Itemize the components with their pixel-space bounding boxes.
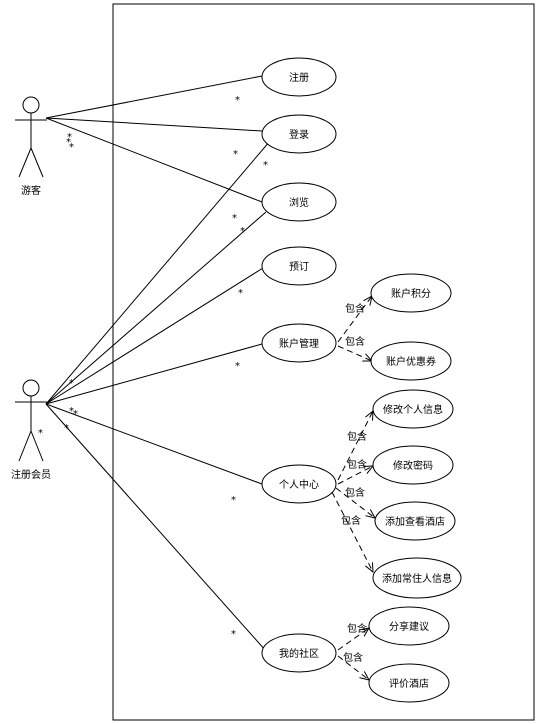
usecase-points-label: 账户积分	[391, 287, 431, 300]
usecase-share-label: 分享建议	[389, 620, 429, 633]
actor-guest-icon[interactable]	[15, 96, 47, 178]
usecase-account-label: 账户管理	[279, 337, 319, 350]
include-account-points	[337, 296, 372, 343]
multiplicity: *	[235, 95, 240, 106]
usecase-coupon[interactable]: 账户优惠券	[370, 341, 452, 381]
usecase-edit-info[interactable]: 修改个人信息	[372, 389, 454, 429]
multiplicity: *	[231, 495, 236, 506]
multiplicity: *	[38, 428, 43, 439]
usecase-personal-label: 个人中心	[279, 478, 319, 491]
include-personal-edit	[337, 411, 373, 481]
usecase-add-hotel-label: 添加查看酒店	[385, 515, 445, 528]
usecase-community-label: 我的社区	[279, 647, 319, 660]
include-community-share	[337, 628, 369, 651]
usecase-community[interactable]: 我的社区	[261, 633, 337, 673]
usecase-points[interactable]: 账户积分	[370, 273, 452, 313]
include-label: 包含	[347, 622, 367, 635]
multiplicity: *	[69, 378, 74, 389]
usecase-share[interactable]: 分享建议	[368, 606, 450, 646]
include-label: 包含	[341, 514, 361, 527]
usecase-book-label: 预订	[289, 261, 309, 273]
multiplicity: *	[69, 406, 74, 417]
multiplicity: *	[238, 288, 243, 299]
usecase-browse-label: 浏览	[289, 196, 309, 209]
multiplicity: *	[69, 142, 74, 153]
multiplicity: *	[73, 409, 78, 420]
multiplicity: *	[235, 361, 240, 372]
assoc-member-book	[45, 267, 264, 405]
usecase-review[interactable]: 评价酒店	[368, 663, 450, 703]
assoc-member-community	[45, 403, 267, 652]
multiplicity: *	[67, 132, 72, 143]
assoc-guest-register	[45, 75, 263, 119]
actor-member-label: 注册会员	[11, 468, 51, 481]
multiplicity: *	[64, 423, 69, 434]
multiplicity: *	[233, 149, 238, 160]
multiplicity: *	[66, 137, 71, 148]
include-account-coupon	[337, 345, 372, 361]
usecase-login[interactable]: 登录	[261, 114, 337, 154]
system-boundary	[112, 3, 535, 721]
include-label: 包含	[345, 486, 365, 499]
usecase-account[interactable]: 账户管理	[261, 323, 337, 363]
usecase-add-guest[interactable]: 添加常住人信息	[372, 557, 462, 599]
actor-member-icon[interactable]	[15, 379, 47, 462]
include-label: 包含	[343, 651, 363, 664]
assoc-member-account	[45, 343, 263, 405]
include-personal-pwd	[337, 466, 373, 485]
include-label: 包含	[347, 458, 367, 471]
include-label: 包含	[345, 335, 365, 348]
usecase-personal[interactable]: 个人中心	[261, 464, 337, 504]
assoc-member-login	[45, 140, 271, 405]
usecase-register[interactable]: 注册	[261, 57, 337, 97]
multiplicity: *	[232, 213, 237, 224]
include-personal-hotel	[335, 487, 375, 518]
usecase-change-pwd[interactable]: 修改密码	[372, 445, 454, 485]
include-community-review	[337, 655, 369, 680]
actor-guest-label: 游客	[21, 184, 41, 197]
multiplicity: *	[231, 629, 236, 640]
assoc-guest-browse	[45, 117, 263, 203]
include-personal-guest	[331, 491, 373, 572]
include-label: 包含	[347, 430, 367, 443]
multiplicity: *	[263, 160, 268, 171]
usecase-coupon-label: 账户优惠券	[386, 355, 436, 368]
usecase-book[interactable]: 预订	[261, 246, 337, 286]
usecase-review-label: 评价酒店	[389, 677, 429, 690]
usecase-edit-info-label: 修改个人信息	[383, 403, 443, 416]
multiplicity: *	[240, 226, 245, 237]
assoc-member-personal	[45, 403, 263, 485]
usecase-login-label: 登录	[289, 128, 309, 141]
usecase-register-label: 注册	[289, 71, 309, 84]
usecase-add-hotel[interactable]: 添加查看酒店	[374, 501, 456, 541]
assoc-guest-login	[45, 117, 263, 132]
usecase-browse[interactable]: 浏览	[261, 182, 337, 222]
usecase-change-pwd-label: 修改密码	[393, 459, 433, 472]
assoc-member-browse	[45, 211, 267, 405]
include-label: 包含	[345, 302, 365, 315]
usecase-add-guest-label: 添加常住人信息	[382, 572, 452, 585]
